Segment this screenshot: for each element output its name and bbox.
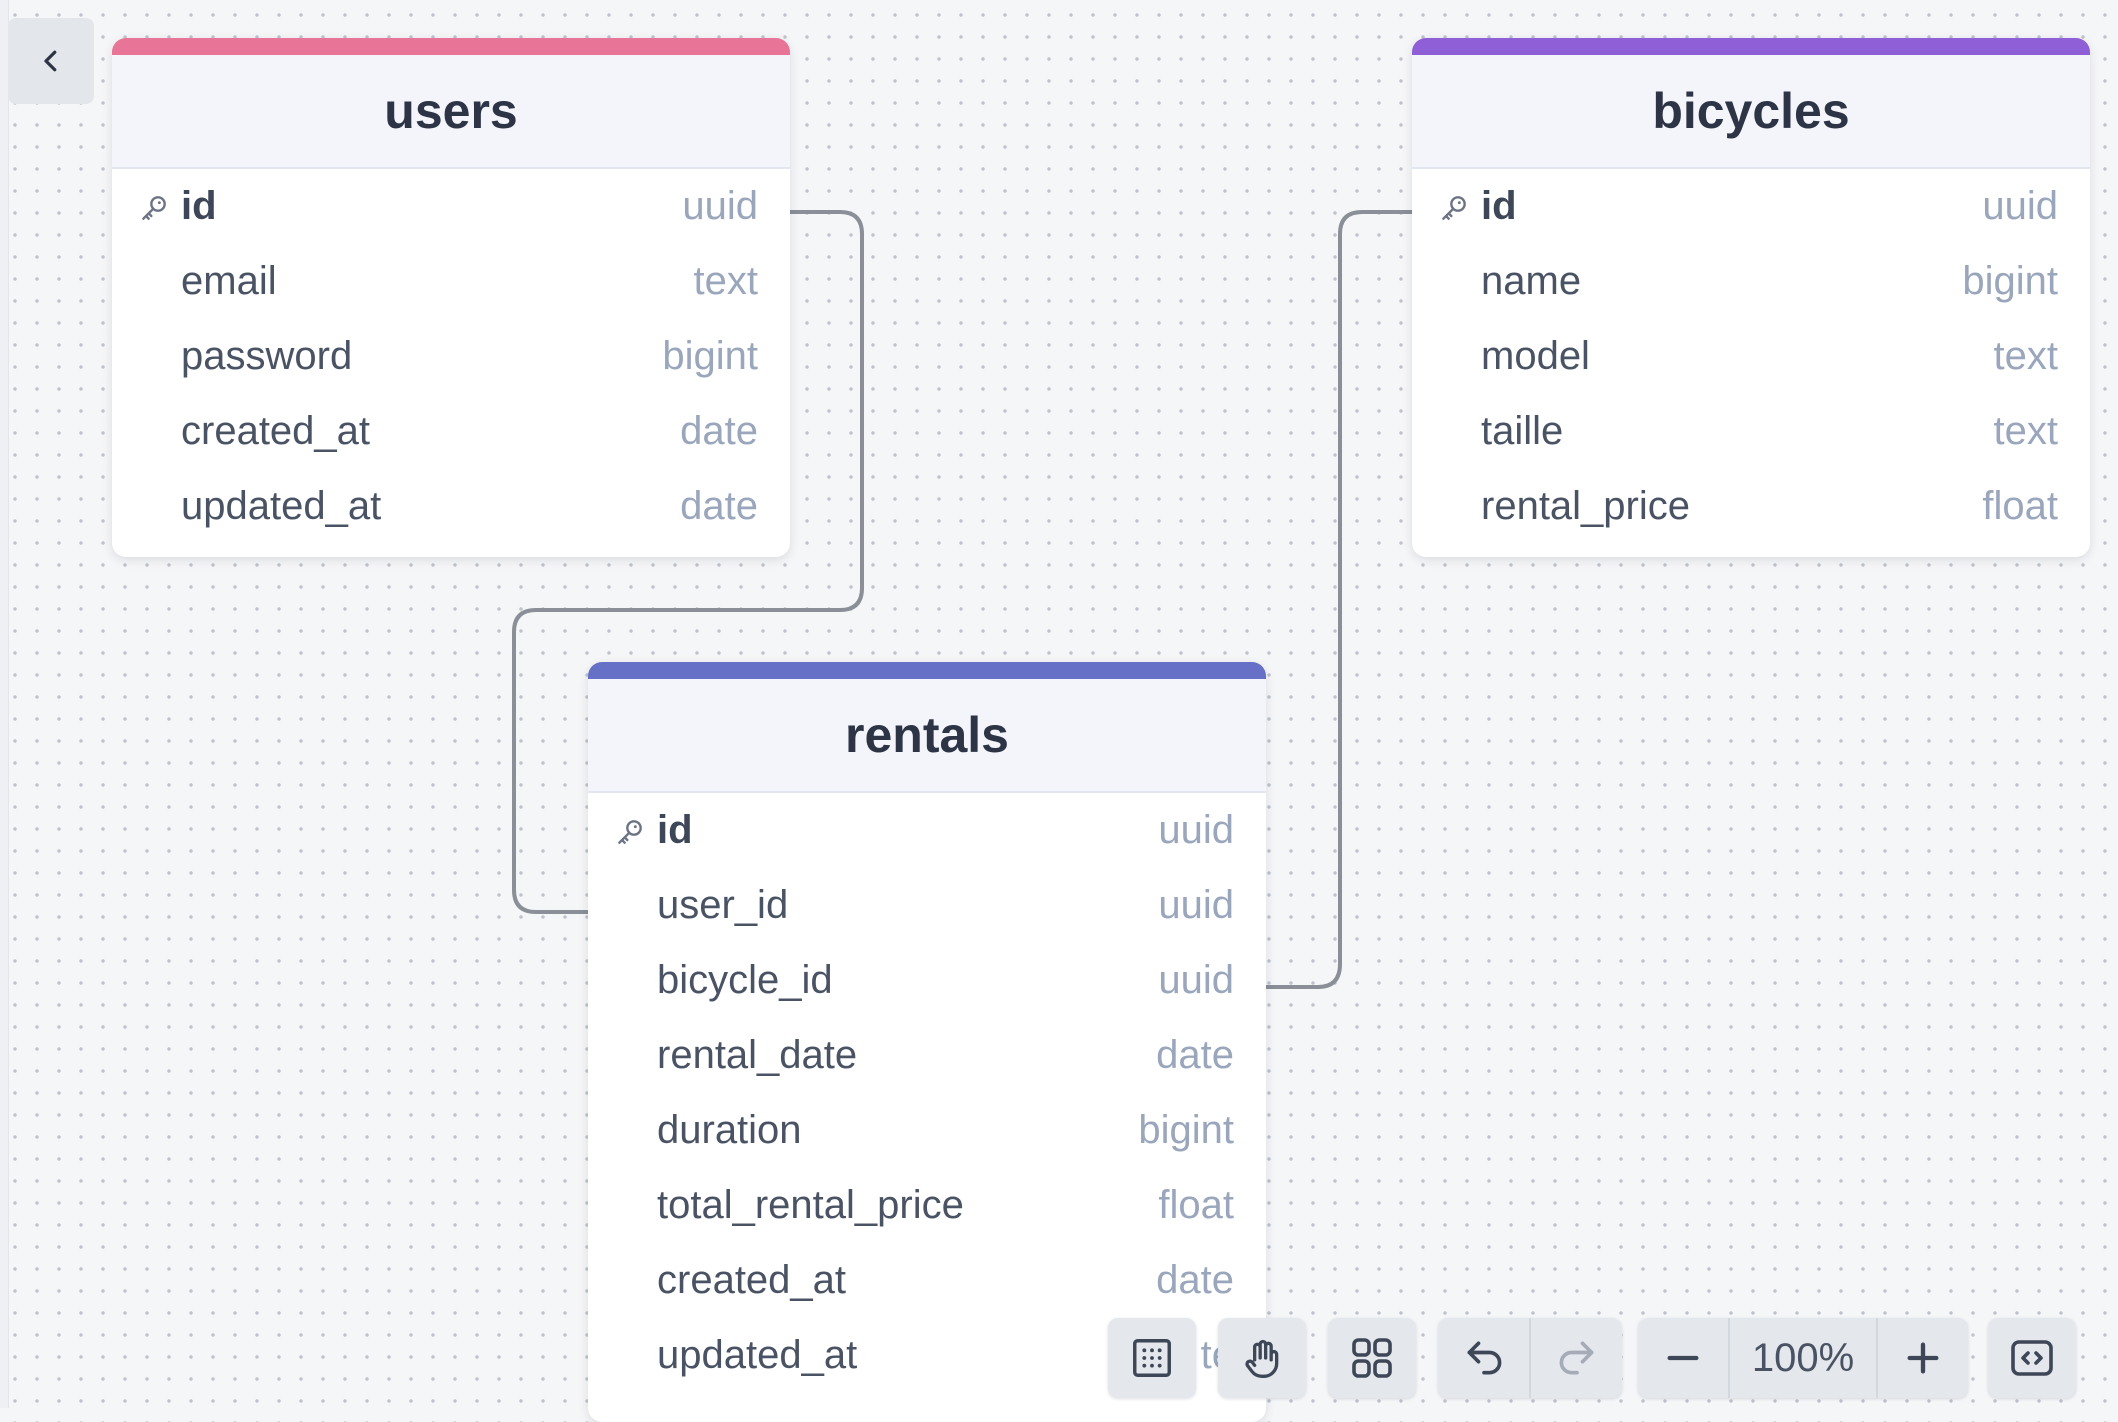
table-accent-bar [588,662,1266,679]
column-name: taille [1481,409,1564,453]
column-type: date [680,409,758,453]
column-type: bigint [1962,259,2058,303]
minus-icon [1667,1355,1699,1361]
table-column-row[interactable]: model text [1412,319,2090,394]
key-icon [1438,192,1470,224]
column-type: date [1156,1258,1234,1302]
table-title[interactable]: rentals [588,679,1266,793]
column-type: uuid [1982,184,2058,228]
column-name: bicycle_id [657,958,833,1002]
grid-dots-icon [1133,1339,1171,1377]
column-type: text [1993,334,2058,378]
column-type: text [1993,409,2058,453]
table-users[interactable]: users id uuid email text password bigint create… [112,38,790,557]
column-name: name [1481,259,1582,303]
redo-icon [1559,1341,1593,1375]
code-icon [2011,1340,2053,1376]
table-title[interactable]: bicycles [1412,55,2090,169]
column-type: text [693,259,758,303]
table-column-row[interactable]: id uuid [588,793,1266,868]
undo-button[interactable] [1438,1318,1529,1398]
column-name: duration [657,1108,802,1152]
column-name: updated_at [181,484,382,528]
column-type: uuid [1158,958,1234,1002]
column-name: rental_price [1481,484,1691,528]
column-type: bigint [1138,1108,1234,1152]
table-column-row[interactable]: created_at date [588,1243,1266,1318]
zoom-controls: 100% [1638,1318,1968,1398]
zoom-level[interactable]: 100% [1728,1318,1878,1398]
table-column-row[interactable]: id uuid [1412,169,2090,244]
column-type: uuid [1158,883,1234,927]
table-column-row[interactable]: updated_at date [112,469,790,544]
table-column-row[interactable]: total_rental_price float [588,1168,1266,1243]
table-column-row[interactable]: rental_date date [588,1018,1266,1093]
chevron-left-icon [44,50,57,72]
table-column-row[interactable]: created_at date [112,394,790,469]
column-name: user_id [657,883,789,927]
column-type: date [680,484,758,528]
column-name: id [181,184,217,228]
history-controls [1438,1318,1622,1398]
column-name: total_rental_price [657,1183,964,1227]
key-icon [138,192,170,224]
plus-icon [1907,1342,1939,1374]
column-name: email [181,259,277,303]
table-column-row[interactable]: duration bigint [588,1093,1266,1168]
toggle-grid-button[interactable] [1108,1318,1196,1398]
column-type: bigint [662,334,758,378]
column-type: uuid [682,184,758,228]
key-icon [614,816,646,848]
table-column-row[interactable]: name bigint [1412,244,2090,319]
table-column-row[interactable]: taille text [1412,394,2090,469]
table-column-row[interactable]: rental_price float [1412,469,2090,544]
pan-tool-button[interactable] [1218,1318,1306,1398]
zoom-out-button[interactable] [1638,1318,1728,1398]
column-name: id [657,808,693,852]
redo-button[interactable] [1529,1318,1622,1398]
column-type: float [1982,484,2058,528]
hand-icon [1245,1339,1279,1378]
table-column-row[interactable]: bicycle_id uuid [588,943,1266,1018]
table-column-row[interactable]: id uuid [112,169,790,244]
view-code-button[interactable] [1988,1318,2076,1398]
auto-layout-icon [1352,1338,1392,1378]
table-title[interactable]: users [112,55,790,169]
column-name: model [1481,334,1590,378]
column-type: date [1156,1033,1234,1077]
table-accent-bar [1412,38,2090,55]
zoom-in-button[interactable] [1878,1318,1968,1398]
left-panel-edge [0,0,9,1408]
table-column-row[interactable]: password bigint [112,319,790,394]
table-column-row[interactable]: user_id uuid [588,868,1266,943]
column-name: created_at [657,1258,847,1302]
column-name: password [181,334,353,378]
column-type: float [1158,1183,1234,1227]
column-name: rental_date [657,1033,858,1077]
column-name: id [1481,184,1517,228]
table-accent-bar [112,38,790,55]
relation-line-bicycles-rentals[interactable] [1266,210,1412,989]
auto-layout-button[interactable] [1328,1318,1416,1398]
undo-icon [1467,1341,1501,1375]
column-name: created_at [181,409,371,453]
table-column-row[interactable]: email text [112,244,790,319]
collapse-sidebar-button[interactable] [8,18,94,104]
column-name: updated_at [657,1333,858,1377]
column-type: uuid [1158,808,1234,852]
